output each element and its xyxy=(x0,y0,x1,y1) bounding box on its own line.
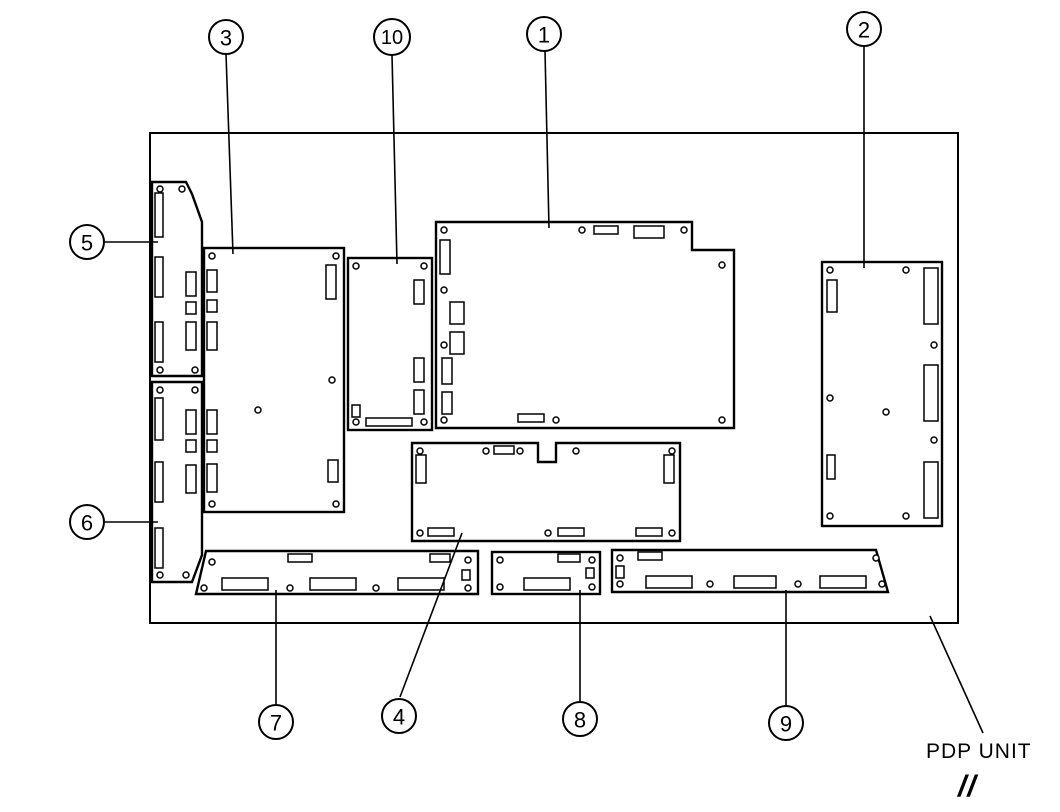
pdp-unit-label: PDP UNIT xyxy=(926,740,1032,763)
callout-9: 9 xyxy=(768,705,804,741)
callout-5-label: 5 xyxy=(81,231,93,256)
callout-7-label: 7 xyxy=(270,711,282,736)
callout-8: 8 xyxy=(562,701,598,737)
leader-line-10 xyxy=(391,54,398,265)
callout-6: 6 xyxy=(69,504,105,540)
callout-6-label: 6 xyxy=(81,511,93,536)
board-9 xyxy=(610,548,890,594)
board-4 xyxy=(410,441,682,543)
callout-3-label: 3 xyxy=(220,26,232,51)
leader-line-4 xyxy=(399,532,463,698)
board-5 xyxy=(150,180,204,378)
board-1 xyxy=(434,220,736,430)
board-6 xyxy=(150,380,204,584)
callout-4: 4 xyxy=(381,698,417,734)
leader-line-1 xyxy=(544,50,550,229)
callout-2: 2 xyxy=(846,11,882,47)
callout-1-label: 1 xyxy=(538,23,550,48)
leader-line-3 xyxy=(225,53,234,255)
callout-8-label: 8 xyxy=(574,708,586,733)
callout-5: 5 xyxy=(69,224,105,260)
callout-9-label: 9 xyxy=(780,712,792,737)
board-8 xyxy=(490,550,602,596)
callout-7: 7 xyxy=(258,704,294,740)
board-7 xyxy=(194,549,480,596)
board-10 xyxy=(346,256,434,432)
leader-line-pdp-unit xyxy=(929,615,984,734)
pdp-unit-frame xyxy=(149,132,959,624)
pdp-unit-mark: // xyxy=(956,770,978,803)
callout-10: 10 xyxy=(373,18,411,56)
callout-4-label: 4 xyxy=(393,705,405,730)
board-2 xyxy=(820,260,944,528)
callout-2-label: 2 xyxy=(858,18,870,43)
callout-10-label: 10 xyxy=(381,27,403,49)
board-3 xyxy=(202,246,346,514)
callout-3: 3 xyxy=(208,19,244,55)
callout-1: 1 xyxy=(526,16,562,52)
